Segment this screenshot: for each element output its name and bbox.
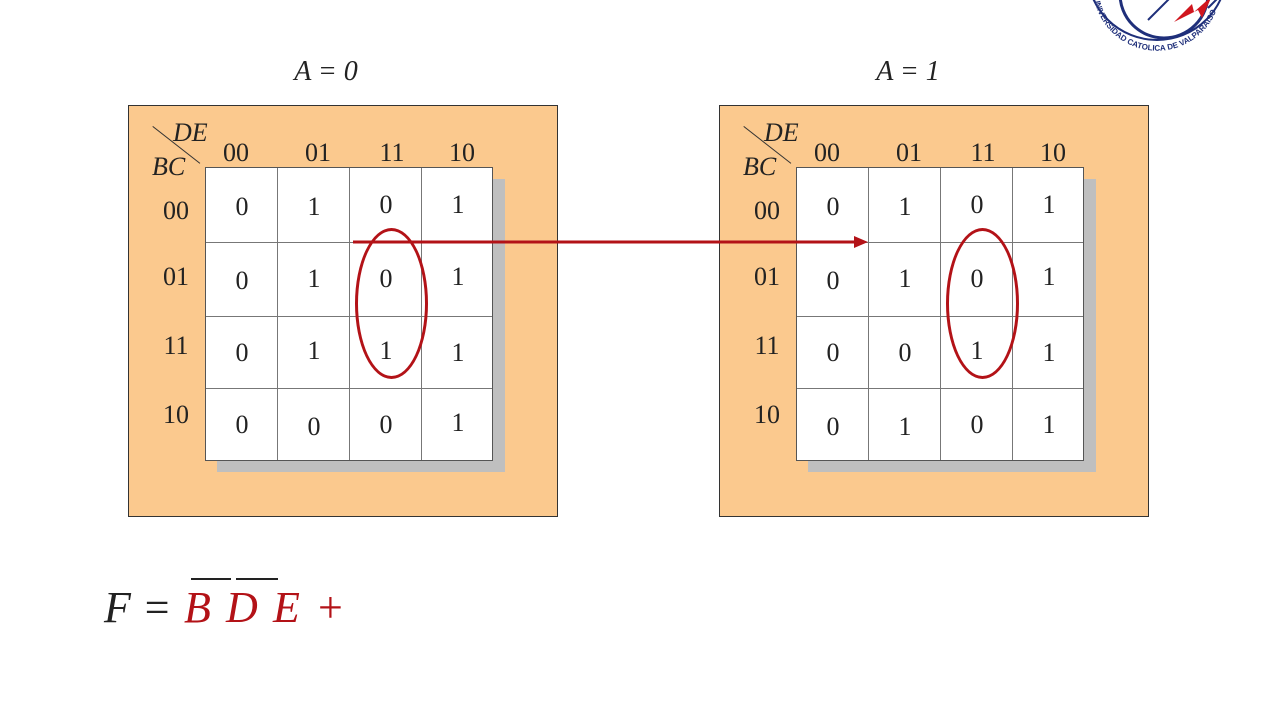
row-label: 01 (754, 262, 780, 291)
kmap-cell: 0 (898, 337, 912, 367)
kmap-grid: 0 1 0 1 0 1 0 1 0 1 1 1 0 0 0 1 (205, 167, 493, 461)
formula-plus: + (318, 583, 343, 632)
row-label: 10 (163, 400, 189, 429)
formula-term-e: E (273, 583, 300, 632)
kmap-cell: 0 (826, 265, 840, 295)
formula-term-d: D (226, 583, 258, 632)
kmap-cell: 1 (898, 263, 912, 293)
kmap-cell: 0 (379, 409, 393, 439)
kmap-cell: 1 (307, 263, 321, 293)
kmap-grid: 0 1 0 1 0 1 0 1 0 0 1 1 0 1 0 1 (796, 167, 1084, 461)
formula-term-b: B (184, 583, 211, 632)
kmap-cell: 1 (898, 411, 912, 441)
row-label: 01 (163, 262, 189, 291)
map-title-a0: A = 0 (294, 56, 358, 87)
overbar-b (191, 578, 231, 580)
kmap-cell: 0 (970, 409, 984, 439)
kmap-cell: 0 (826, 411, 840, 441)
col-label: 00 (223, 138, 249, 167)
kmap-cell: 1 (307, 191, 321, 221)
col-variable-label: DE (173, 118, 208, 147)
map-title-a1: A = 1 (876, 56, 940, 87)
kmap-panel-a0: DE BC 00 01 11 10 00 01 11 10 0 1 0 1 0 … (128, 105, 558, 517)
university-logo: UNIVERSIDAD CATOLICA DE VALPARAISO (1092, 0, 1222, 53)
row-label: 00 (163, 196, 189, 225)
row-label: 00 (754, 196, 780, 225)
kmap-cell: 0 (235, 337, 249, 367)
col-label: 11 (970, 138, 996, 167)
kmap-cell: 0 (826, 191, 840, 221)
kmap-cell: 1 (1042, 337, 1056, 367)
kmap-cell: 1 (451, 261, 465, 291)
col-label: 10 (449, 138, 475, 167)
grouping-oval (355, 228, 428, 379)
kmap-cell: 1 (451, 189, 465, 219)
formula-lhs: F = (104, 583, 172, 632)
row-variable-label: BC (743, 152, 777, 181)
kmap-cell: 1 (1042, 409, 1056, 439)
kmap-cell: 1 (451, 407, 465, 437)
kmap-panel-a1: DE BC 00 01 11 10 00 01 11 10 0 1 0 1 0 … (719, 105, 1149, 517)
kmap-cell: 1 (1042, 261, 1056, 291)
kmap-cell: 1 (307, 335, 321, 365)
col-label: 01 (305, 138, 331, 167)
kmap-cell: 0 (970, 189, 984, 219)
arrowhead-icon (854, 236, 868, 248)
kmap-cell: 0 (235, 191, 249, 221)
row-variable-label: BC (152, 152, 186, 181)
kmap-cell: 1 (898, 191, 912, 221)
col-label: 00 (814, 138, 840, 167)
row-label: 11 (163, 331, 189, 360)
kmap-cell: 0 (379, 189, 393, 219)
overbar-d (236, 578, 278, 580)
kmap-cell: 1 (451, 337, 465, 367)
row-label: 11 (754, 331, 780, 360)
kmap-cell: 0 (235, 409, 249, 439)
col-label: 01 (896, 138, 922, 167)
kmap-cell: 0 (235, 265, 249, 295)
col-variable-label: DE (764, 118, 799, 147)
kmap-cell: 0 (307, 411, 321, 441)
col-label: 11 (379, 138, 405, 167)
grouping-oval (946, 228, 1019, 379)
row-label: 10 (754, 400, 780, 429)
col-label: 10 (1040, 138, 1066, 167)
kmap-cell: 1 (1042, 189, 1056, 219)
kmap-cell: 0 (826, 337, 840, 367)
